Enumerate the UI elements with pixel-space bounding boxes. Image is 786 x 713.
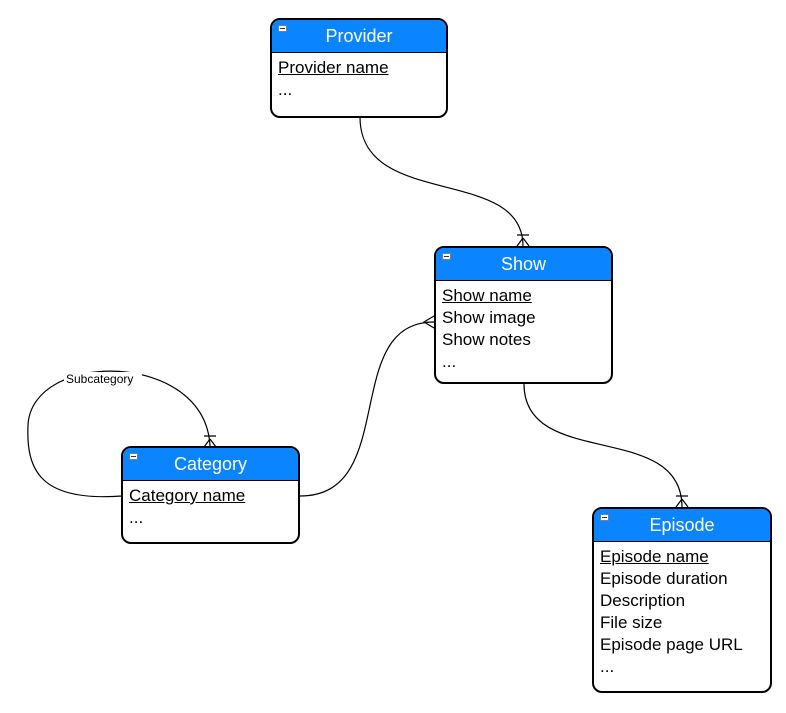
category-show-connector: [299, 321, 435, 497]
provider-header: Provider: [272, 20, 446, 53]
attribute-more: ...: [129, 508, 144, 527]
show-episode-connector: [523, 383, 683, 508]
provider-attributes: Provider name ...: [272, 53, 446, 101]
episode-attributes: Episode name Episode duration Descriptio…: [594, 542, 770, 678]
category-header: Category: [123, 448, 298, 481]
attribute-primary-key: Category name: [129, 486, 246, 505]
attribute-more: ...: [442, 352, 457, 371]
provider-show-connector: [359, 116, 524, 247]
collapse-icon[interactable]: [129, 453, 138, 460]
show-attributes: Show name Show image Show notes ...: [436, 281, 611, 373]
attribute-primary-key: Episode name: [600, 547, 709, 566]
attribute: Show notes: [442, 330, 531, 349]
category-title: Category: [173, 454, 248, 474]
provider-entity[interactable]: Provider Provider name ...: [270, 18, 448, 118]
attribute-more: ...: [278, 80, 293, 99]
show-title: Show: [500, 254, 547, 274]
provider-show-crowfoot: [516, 234, 530, 247]
attribute: Show image: [442, 308, 536, 327]
show-entity[interactable]: Show Show name Show image Show notes ...: [434, 246, 613, 384]
collapse-icon[interactable]: [442, 253, 451, 260]
attribute: Episode page URL: [600, 635, 743, 654]
subcategory-label: Subcategory: [66, 372, 133, 386]
episode-header: Episode: [594, 509, 770, 542]
show-header: Show: [436, 248, 611, 281]
attribute: File size: [600, 613, 663, 632]
attribute: Episode duration: [600, 569, 728, 588]
show-episode-crowfoot: [675, 495, 689, 508]
subcategory-connector: [27, 370, 211, 498]
collapse-icon[interactable]: [600, 514, 609, 521]
collapse-icon[interactable]: [278, 25, 287, 32]
attribute-more: ...: [600, 657, 615, 676]
episode-entity[interactable]: Episode Episode name Episode duration De…: [592, 507, 772, 693]
subcategory-crowfoot: [203, 435, 217, 448]
provider-title: Provider: [325, 26, 393, 46]
attribute-primary-key: Provider name: [278, 58, 389, 77]
category-show-crowfoot: [422, 315, 435, 329]
attribute-primary-key: Show name: [442, 286, 532, 305]
category-entity[interactable]: Category Category name ...: [121, 446, 300, 544]
episode-title: Episode: [649, 515, 715, 535]
attribute: Description: [600, 591, 686, 610]
subcategory-label-background: [64, 372, 142, 386]
category-attributes: Category name ...: [123, 481, 298, 529]
